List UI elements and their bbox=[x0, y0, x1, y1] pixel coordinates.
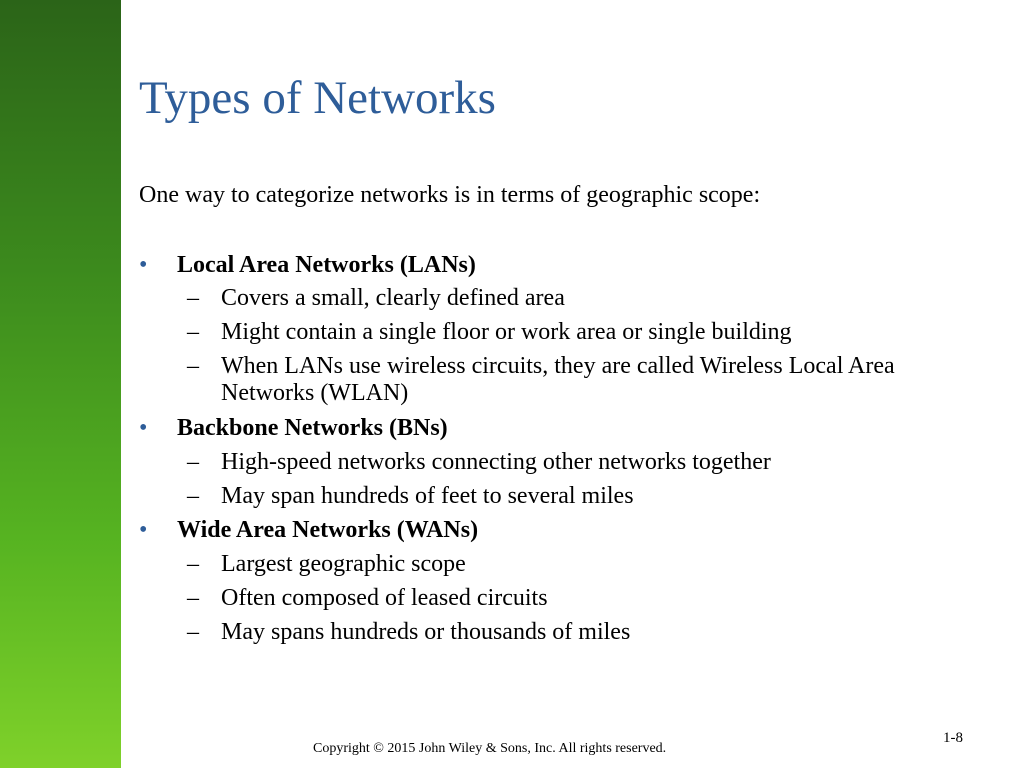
sub-item-text: When LANs use wireless circuits, they ar… bbox=[221, 353, 895, 406]
sub-item-text: May span hundreds of feet to several mil… bbox=[221, 483, 634, 509]
sub-item-text: Often composed of leased circuits bbox=[221, 585, 548, 611]
dash-icon: – bbox=[187, 483, 199, 509]
dash-icon: – bbox=[187, 353, 199, 379]
sub-item-text: High-speed networks connecting other net… bbox=[221, 449, 771, 475]
dash-icon: – bbox=[187, 585, 199, 611]
bullet-heading: Wide Area Networks (WANs) bbox=[177, 517, 479, 543]
green-sidebar bbox=[0, 0, 121, 768]
sub-item-text: Covers a small, clearly defined area bbox=[221, 285, 565, 311]
sub-item-text: Might contain a single floor or work are… bbox=[221, 319, 792, 345]
bullet-icon: • bbox=[139, 252, 148, 278]
sub-item-text: Largest geographic scope bbox=[221, 551, 466, 577]
bullet-heading: Local Area Networks (LANs) bbox=[177, 252, 476, 278]
dash-icon: – bbox=[187, 449, 199, 475]
dash-icon: – bbox=[187, 319, 199, 345]
bullet-icon: • bbox=[139, 517, 148, 543]
slide-title: Types of Networks bbox=[139, 72, 496, 124]
bullet-heading: Backbone Networks (BNs) bbox=[177, 415, 448, 441]
dash-icon: – bbox=[187, 619, 199, 645]
bullet-icon: • bbox=[139, 415, 148, 441]
intro-text: One way to categorize networks is in ter… bbox=[139, 182, 761, 208]
sub-item-text: May spans hundreds or thousands of miles bbox=[221, 619, 631, 645]
dash-icon: – bbox=[187, 285, 199, 311]
copyright-notice: Copyright © 2015 John Wiley & Sons, Inc.… bbox=[313, 741, 667, 756]
page-number: 1-8 bbox=[943, 730, 963, 746]
dash-icon: – bbox=[187, 551, 199, 577]
